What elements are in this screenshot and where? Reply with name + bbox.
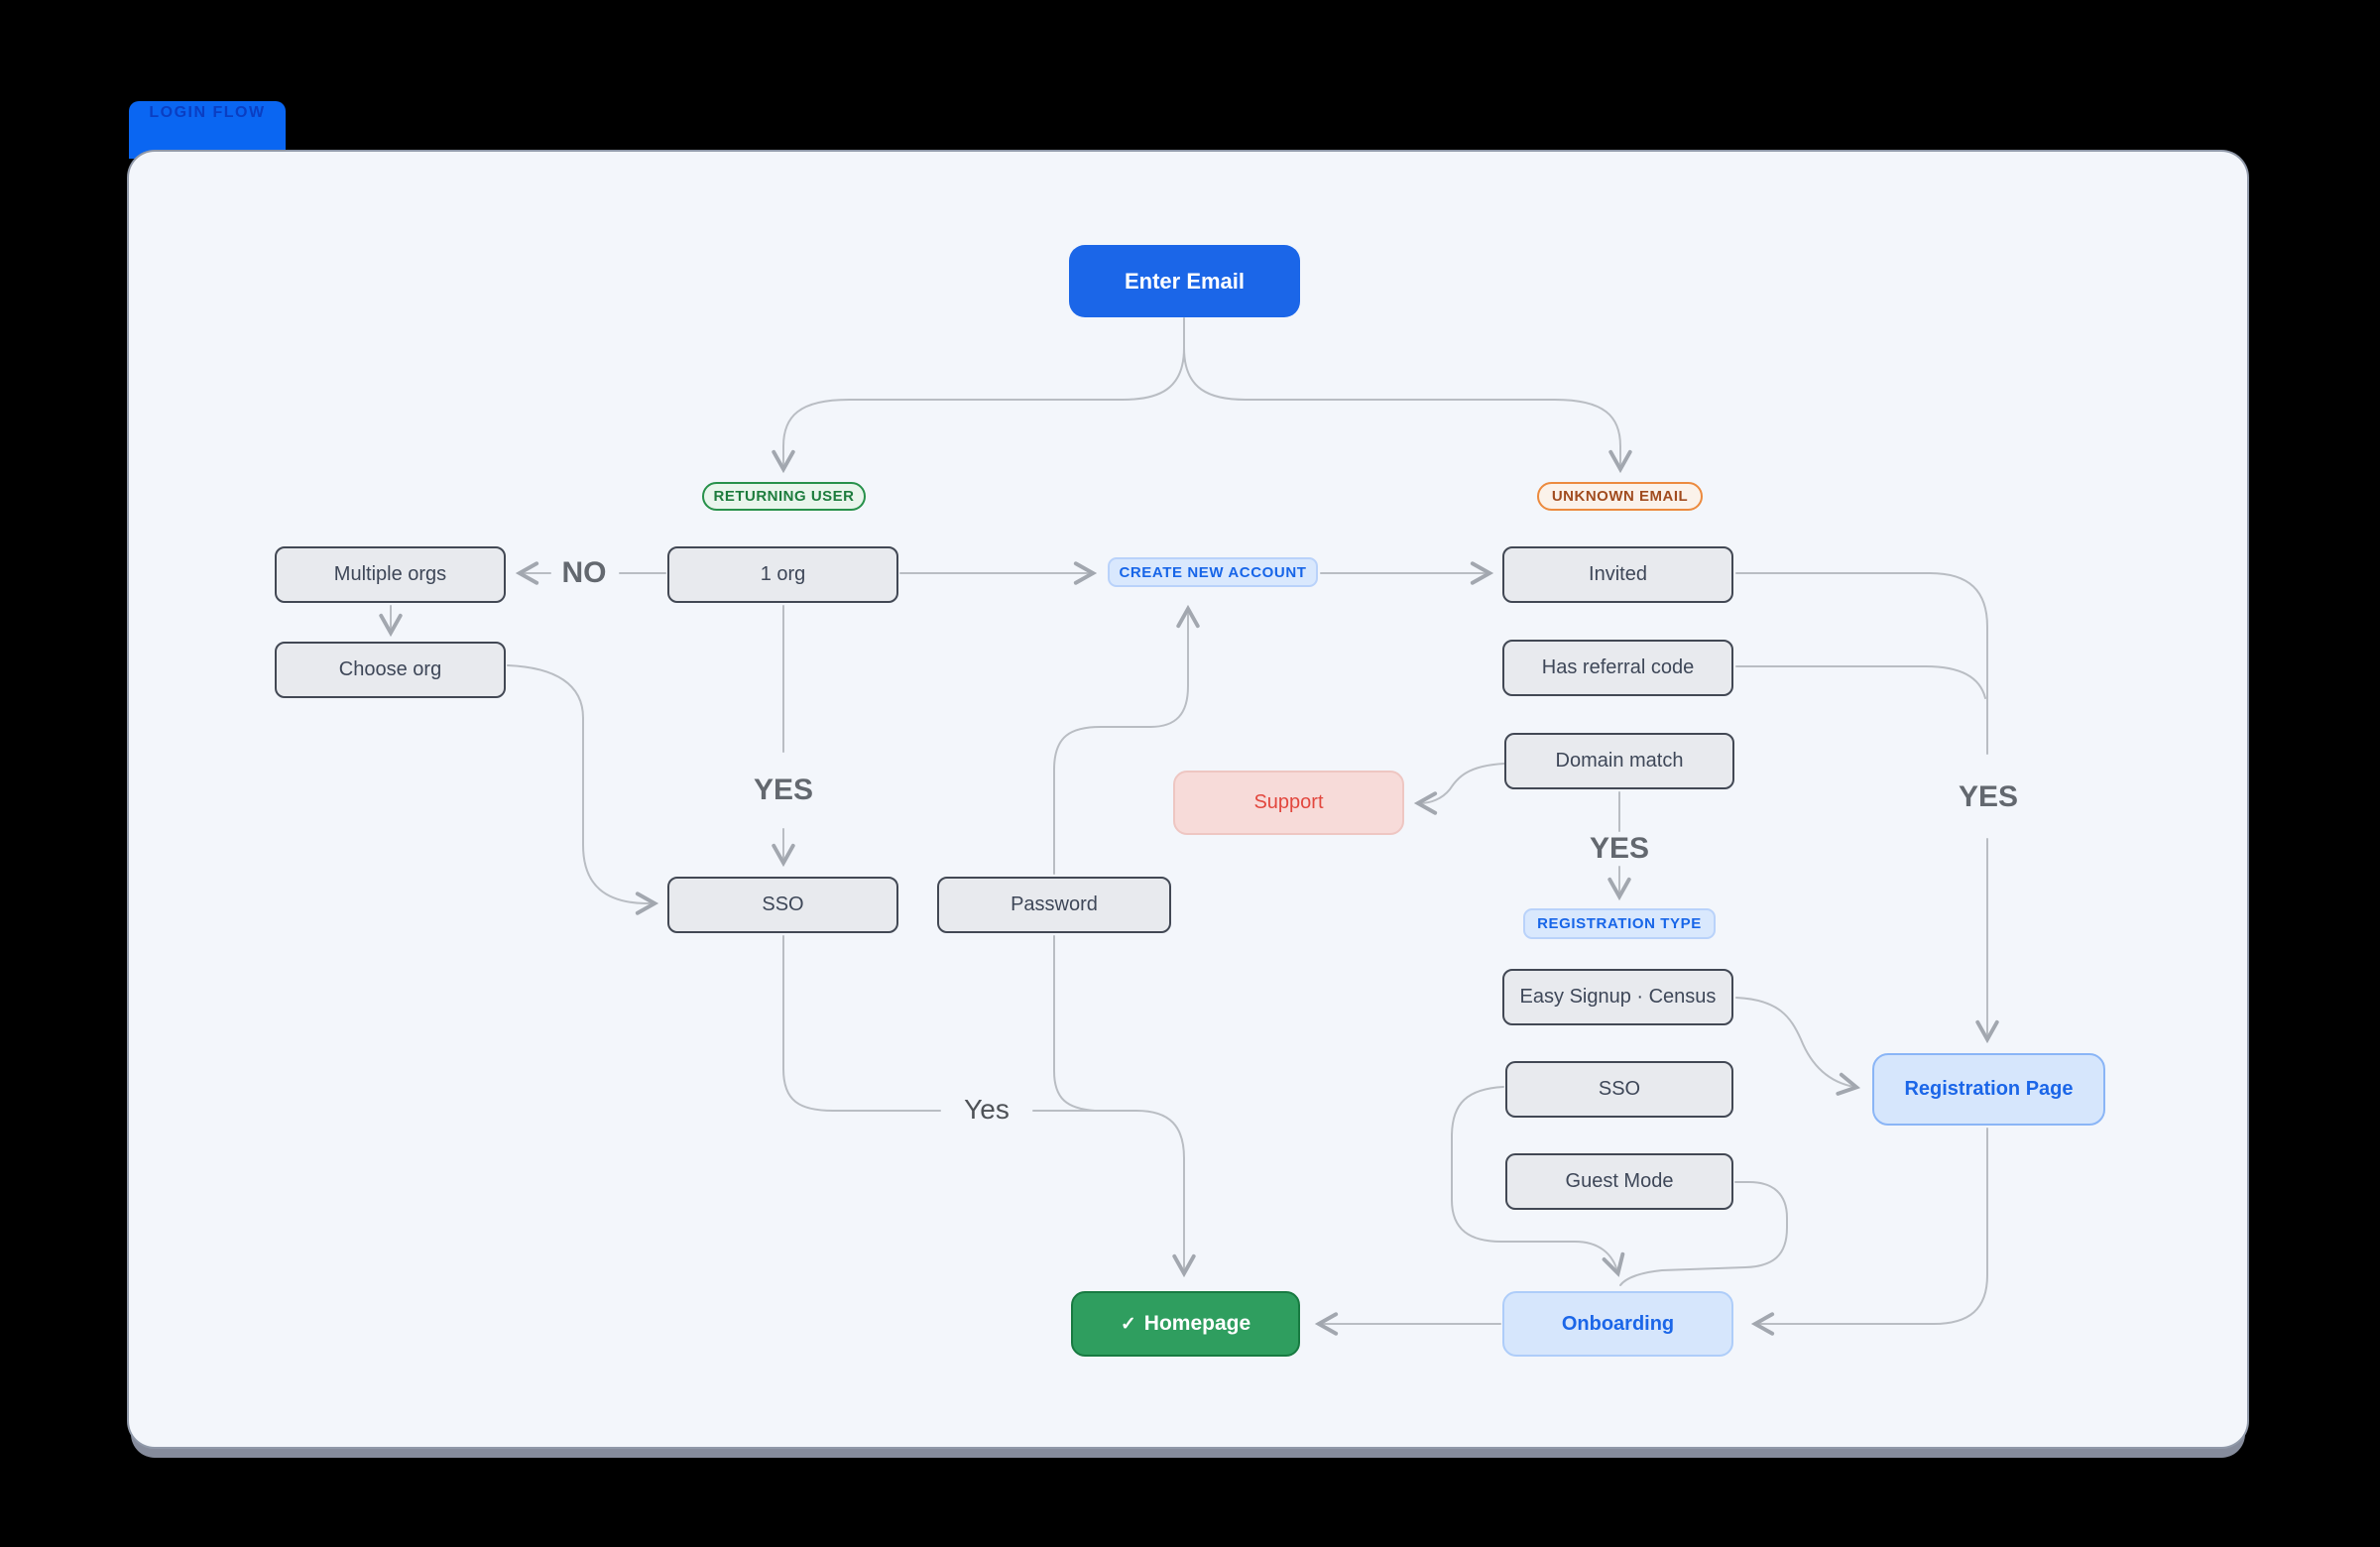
node-easy-signup[interactable]: Easy Signup · Census [1502, 969, 1733, 1025]
flow-canvas[interactable]: Enter Email RETURNING USER UNKNOWN EMAIL… [129, 152, 2247, 1447]
node-easy-signup-label: Easy Signup · Census [1519, 986, 1717, 1008]
badge-unknown-email-label: UNKNOWN EMAIL [1551, 488, 1689, 505]
node-invited[interactable]: Invited [1502, 546, 1733, 603]
node-support[interactable]: Support [1173, 771, 1404, 835]
badge-unknown-email[interactable]: UNKNOWN EMAIL [1537, 482, 1703, 511]
node-registration-page-label: Registration Page [1904, 1078, 2074, 1100]
badge-returning-user-label: RETURNING USER [713, 488, 855, 505]
edge-easy-regpage [1735, 997, 1861, 1096]
badge-create-new-account[interactable]: CREATE NEW ACCOUNT [1108, 557, 1318, 587]
node-homepage[interactable]: ✓ Homepage [1071, 1291, 1300, 1357]
node-sso-registration[interactable]: SSO [1505, 1061, 1733, 1118]
badge-registration-type[interactable]: REGISTRATION TYPE [1523, 908, 1716, 939]
edge-regpage-onboarding [1750, 1128, 1988, 1336]
node-guest-mode-label: Guest Mode [1565, 1170, 1674, 1192]
node-has-referral-code-label: Has referral code [1541, 656, 1695, 678]
node-sso-login[interactable]: SSO [667, 877, 898, 933]
edge-email-unknown [1183, 347, 1632, 474]
edge-choose-sso [507, 664, 659, 915]
edge-ssoreg-onboarding [1451, 1086, 1625, 1277]
node-enter-email-label: Enter Email [1124, 268, 1246, 294]
edge-email-returning [772, 347, 1185, 474]
node-one-org-label: 1 org [760, 563, 806, 585]
edge-label-yes-sso: YES [753, 774, 814, 806]
badge-create-new-account-label: CREATE NEW ACCOUNT [1119, 563, 1307, 581]
node-onboarding-label: Onboarding [1561, 1312, 1675, 1335]
node-choose-org-label: Choose org [338, 658, 442, 680]
edge-password-down [1053, 935, 1096, 1112]
node-homepage-label: Homepage [1143, 1312, 1251, 1335]
edge-label-yes-referral: YES [1958, 780, 2019, 813]
node-sso-registration-label: SSO [1598, 1078, 1641, 1100]
edge-password-create [1053, 604, 1200, 875]
node-domain-match-label: Domain match [1555, 750, 1684, 772]
node-guest-mode[interactable]: Guest Mode [1505, 1153, 1733, 1210]
edge-label-yes-domain: YES [1589, 832, 1650, 865]
node-one-org[interactable]: 1 org [667, 546, 898, 603]
edge-yes-homepage [1032, 1110, 1196, 1278]
edge-domain-support [1413, 763, 1505, 815]
badge-registration-type-label: REGISTRATION TYPE [1537, 915, 1702, 932]
edge-label-no: NO [561, 556, 607, 589]
check-icon: ✓ [1120, 1313, 1136, 1335]
node-support-label: Support [1253, 791, 1324, 813]
node-enter-email[interactable]: Enter Email [1069, 245, 1300, 317]
node-password[interactable]: Password [937, 877, 1171, 933]
node-has-referral-code[interactable]: Has referral code [1502, 640, 1733, 696]
node-choose-org[interactable]: Choose org [275, 642, 506, 698]
node-invited-label: Invited [1589, 563, 1647, 585]
flow-tab-label: LOGIN FLOW [149, 104, 266, 121]
badge-returning-user[interactable]: RETURNING USER [702, 482, 866, 511]
edge-guest-onboarding [1619, 1181, 1788, 1286]
node-onboarding[interactable]: Onboarding [1502, 1291, 1733, 1357]
edge-referral-right [1735, 665, 1986, 699]
flow-tab[interactable]: LOGIN FLOW [129, 101, 286, 159]
edge-sso-yes [782, 935, 941, 1112]
node-domain-match[interactable]: Domain match [1504, 733, 1734, 789]
edge-invited-right [1735, 572, 1988, 648]
flow-connectors [379, 317, 1999, 1336]
node-registration-page[interactable]: Registration Page [1872, 1053, 2105, 1126]
edge-label-yes-homepage: Yes [964, 1094, 1010, 1125]
node-multiple-orgs-label: Multiple orgs [333, 563, 447, 585]
node-password-label: Password [1011, 893, 1098, 915]
node-sso-login-label: SSO [762, 893, 804, 915]
node-multiple-orgs[interactable]: Multiple orgs [275, 546, 506, 603]
